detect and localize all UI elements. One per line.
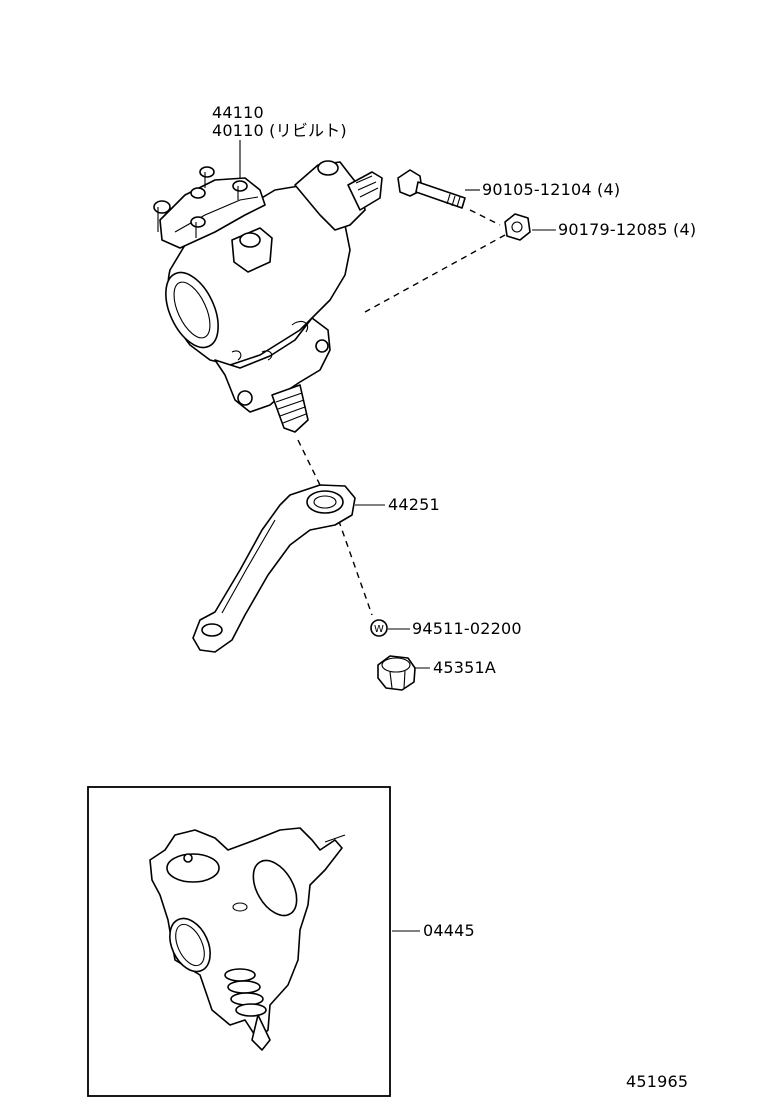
alignment-line (364, 234, 506, 313)
label-90105: 90105-12104 (4) (482, 180, 621, 199)
pitman-nut-part (377, 655, 416, 691)
gasket-kit-box (87, 786, 391, 1097)
diagram-id: 451965 (626, 1072, 689, 1091)
label-44251: 44251 (388, 495, 440, 514)
label-04445: 04445 (423, 921, 475, 940)
label-44110: 44110 (212, 103, 264, 122)
label-94511: 94511-02200 (412, 619, 522, 638)
alignment-line (469, 209, 501, 226)
gasket-kit-contents (149, 827, 346, 1051)
flange-nut-part (504, 213, 531, 241)
alignment-line (334, 509, 373, 616)
alignment-line (297, 439, 321, 486)
label-90179: 90179-12085 (4) (558, 220, 697, 239)
label-45351A: 45351A (433, 658, 497, 677)
label-40110: 40110 (リビルト) (212, 121, 347, 140)
steering-gear-housing (153, 160, 383, 433)
bolt-part (397, 169, 466, 209)
washer-mark: W (374, 624, 384, 635)
pitman-arm-part (192, 484, 356, 653)
washer-part: W (370, 619, 388, 637)
